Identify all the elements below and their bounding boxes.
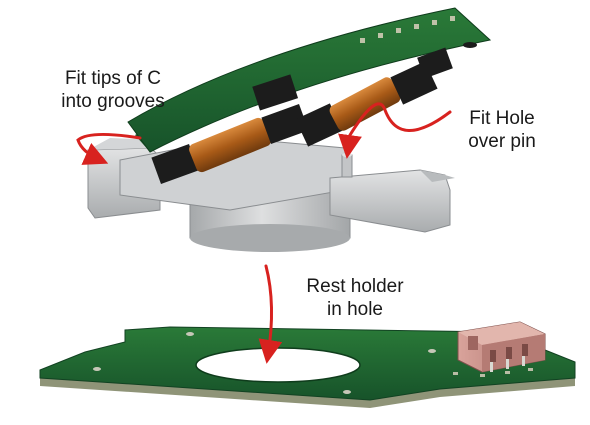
arrow-rest-holder	[258, 264, 283, 364]
arrow-hole-pin	[338, 102, 452, 159]
sensor-coil	[151, 104, 309, 184]
sensor-coil	[252, 47, 453, 111]
pcb-mount-hole	[428, 349, 436, 353]
instruction-arrows	[76, 102, 452, 364]
top-pcb-assembly	[127, 7, 492, 184]
label-rest-holder: Rest holder in hole	[306, 276, 404, 320]
pink-connector	[457, 321, 546, 373]
pcb-center-hole	[195, 347, 361, 383]
pcb-mount-hole	[343, 390, 351, 394]
label-fit-hole: Fit Hole over pin	[468, 108, 536, 152]
pcb-mount-hole	[93, 367, 101, 371]
bottom-pcb	[39, 326, 576, 408]
arrow-c-tips	[76, 132, 142, 165]
holder-pin	[341, 154, 353, 178]
pcb-mount-hole	[186, 332, 194, 336]
gray-holder	[87, 137, 455, 252]
sensor-coil	[295, 61, 438, 147]
pcb-edge-teeth	[360, 16, 455, 43]
solder-pads	[453, 368, 533, 377]
label-fit-c-tips: Fit tips of C into grooves	[61, 68, 165, 112]
